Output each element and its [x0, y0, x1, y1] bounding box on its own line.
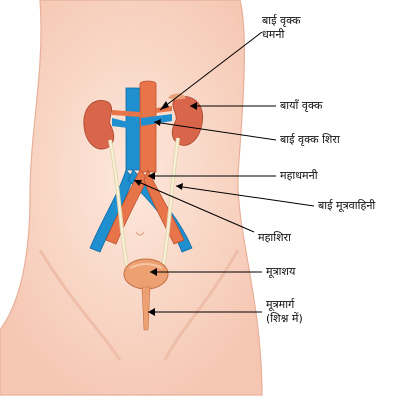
leader-left-ureter [175, 185, 315, 207]
label-left-ureter: बाई मूत्रवाहिनी [318, 199, 376, 212]
label-urethra-line1: मूत्रमार्ग [266, 298, 295, 311]
arrowhead-urethra [148, 308, 155, 316]
right-renal-vein [112, 118, 128, 128]
hip-crease-left [38, 249, 122, 361]
label-left-renal-artery: बाई वृक्क धमनी [262, 14, 301, 42]
leader-left-renal-vein [153, 121, 277, 141]
right-renal-artery [112, 110, 140, 117]
urethra [141, 286, 151, 331]
label-left-renal-vein: बाई वृक्क शिरा [280, 133, 340, 146]
arrowhead-vena-cava [134, 180, 142, 186]
arrow-heads [134, 101, 197, 316]
label-left-renal-artery-line2: धमनी [262, 28, 285, 41]
arrowhead-aorta [148, 172, 155, 180]
label-aorta: महाधमनी [280, 169, 318, 182]
left-renal-artery [156, 106, 172, 113]
navel-mark [135, 231, 145, 236]
left-renal-vein [141, 114, 172, 126]
label-vena-cava: महाशिरा [258, 231, 291, 244]
label-bladder: मूत्राशय [266, 265, 296, 278]
arrowhead-left-renal-artery [160, 101, 169, 110]
arrowhead-left-ureter [176, 183, 183, 190]
arrowhead-bladder [150, 268, 157, 276]
label-urethra-line2: (शिश्न में) [266, 312, 303, 325]
arrowhead-left-renal-vein [154, 119, 161, 126]
bladder-highlight [129, 263, 163, 269]
leader-vena-cava [133, 179, 255, 233]
label-urethra: मूत्रमार्ग (शिश्न में) [266, 298, 303, 326]
leader-lines [133, 31, 315, 313]
leader-left-renal-artery [159, 31, 263, 111]
arrowhead-left-kidney [190, 102, 197, 110]
label-left-kidney: बायाँ वृक्क [280, 99, 323, 112]
label-left-renal-artery-line1: बाई वृक्क [262, 14, 301, 27]
